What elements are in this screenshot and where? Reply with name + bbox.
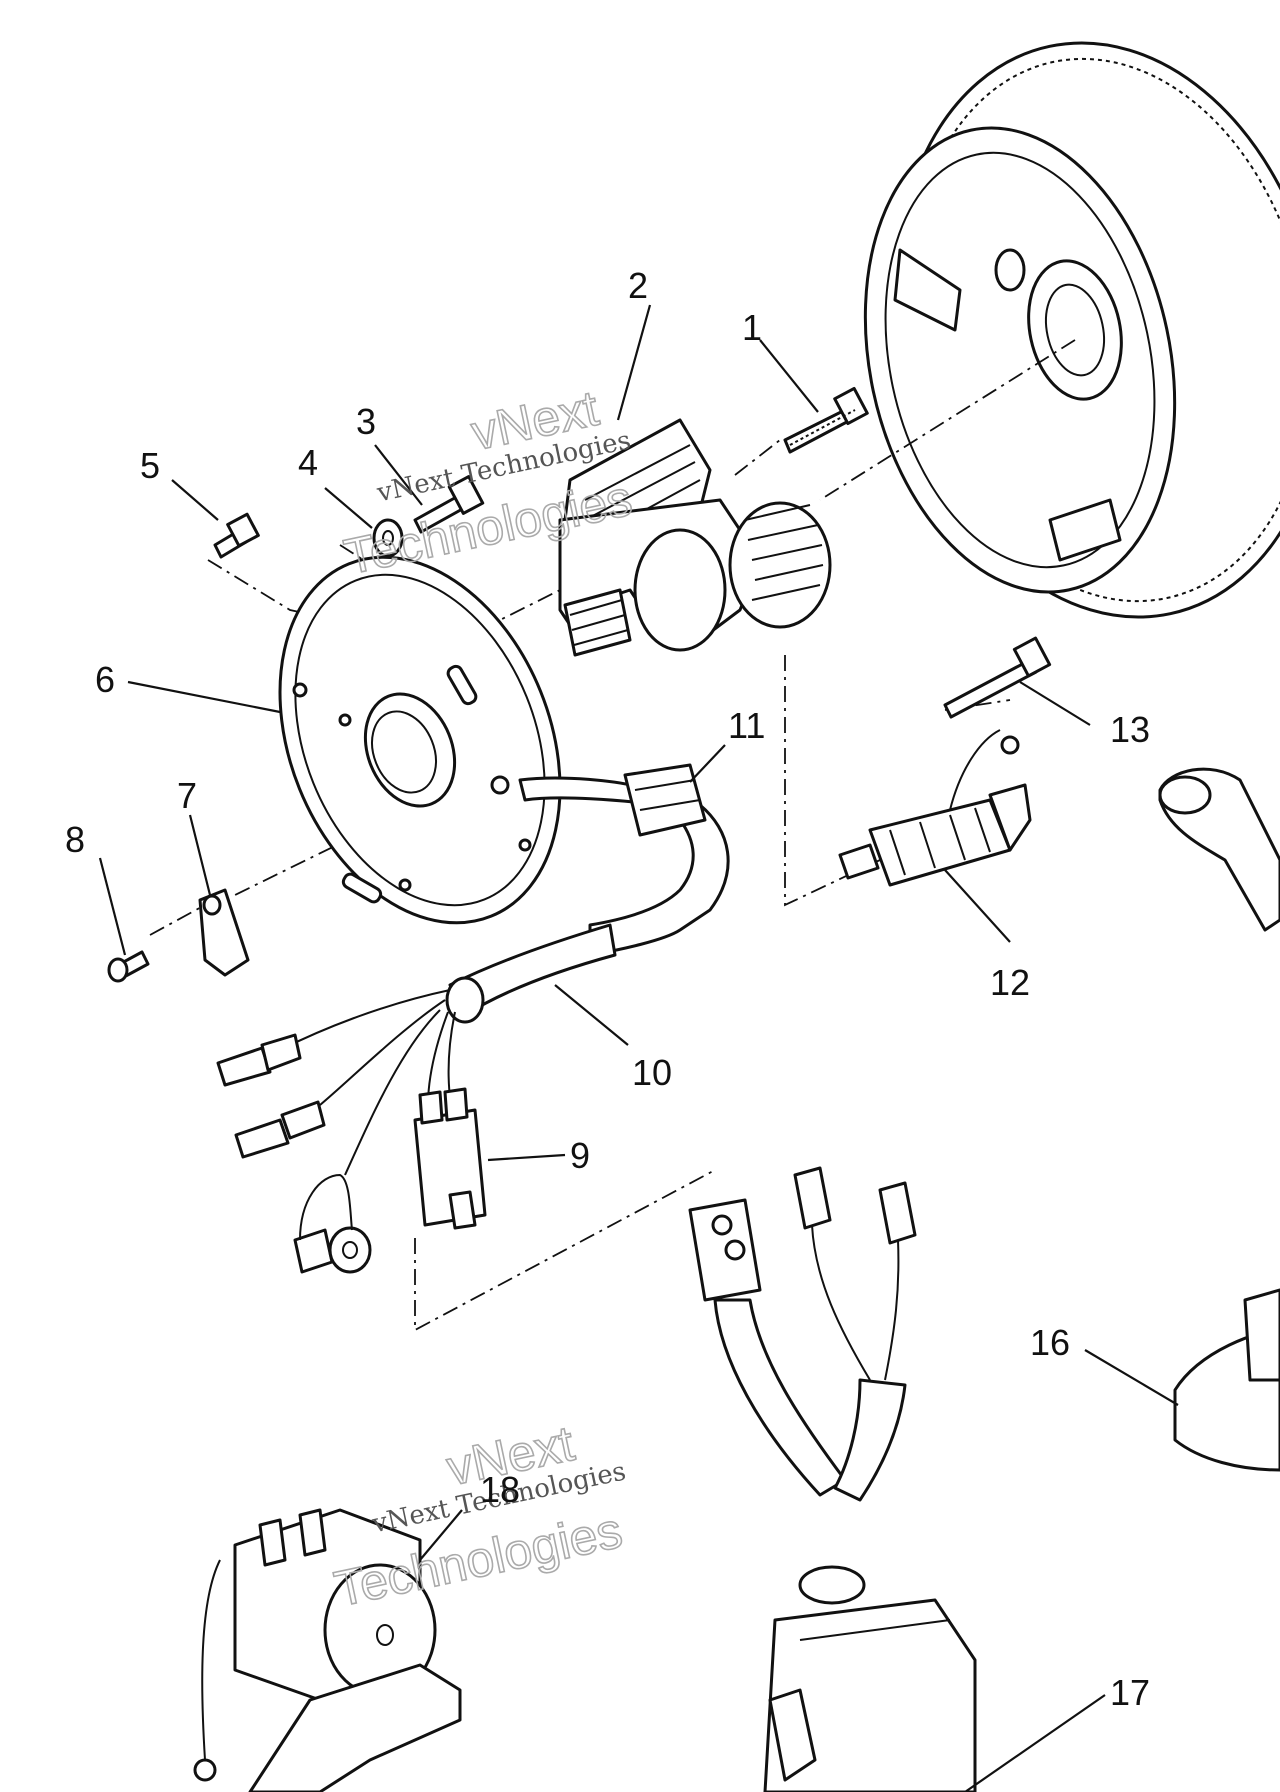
clamp-part-7 (198, 888, 250, 977)
wire-harness-part-10 (279, 776, 730, 1176)
spark-plug-cap (1158, 767, 1280, 932)
callout-1: 1 (742, 307, 762, 348)
ignition-coil-part-12 (838, 729, 1032, 887)
callout-17: 17 (1110, 1672, 1150, 1713)
callout-18: 18 (480, 1469, 520, 1510)
callout-11: 11 (728, 705, 765, 746)
screw-part-5 (213, 512, 260, 559)
callout-12: 12 (990, 962, 1030, 1003)
rectifier-part-16 (1173, 1288, 1280, 1472)
callout-4: 4 (298, 442, 318, 483)
callout-7: 7 (177, 775, 197, 816)
stator-plate-part-6 (278, 555, 562, 925)
bolt-part-13 (943, 636, 1052, 719)
callout-labels: 2 1 3 4 5 6 7 8 9 10 11 12 13 16 17 18 (65, 265, 1150, 1713)
bolt-part-1 (783, 386, 869, 454)
callout-3: 3 (356, 401, 376, 442)
callout-8: 8 (65, 819, 85, 860)
callout-9: 9 (570, 1135, 590, 1176)
screw-part-8 (107, 950, 150, 983)
solenoid-part-18 (193, 1508, 462, 1792)
callout-5: 5 (140, 445, 160, 486)
flywheel (863, 41, 1280, 619)
wire-terminals (216, 1033, 372, 1274)
connector-part-9 (413, 1087, 487, 1230)
leader-lines (98, 304, 1179, 1792)
screw-part-3 (413, 475, 485, 534)
grommet-part-11 (623, 763, 707, 837)
callout-10: 10 (632, 1052, 672, 1093)
regulator-harness (688, 1166, 977, 1792)
watermark-bottom: vNext vNext Technologies Technologies (329, 1414, 629, 1618)
callout-6: 6 (95, 659, 115, 700)
stator-coil-part-2 (558, 418, 832, 657)
callout-2: 2 (628, 265, 648, 306)
callout-16: 16 (1030, 1322, 1070, 1363)
callout-13: 13 (1110, 709, 1150, 750)
